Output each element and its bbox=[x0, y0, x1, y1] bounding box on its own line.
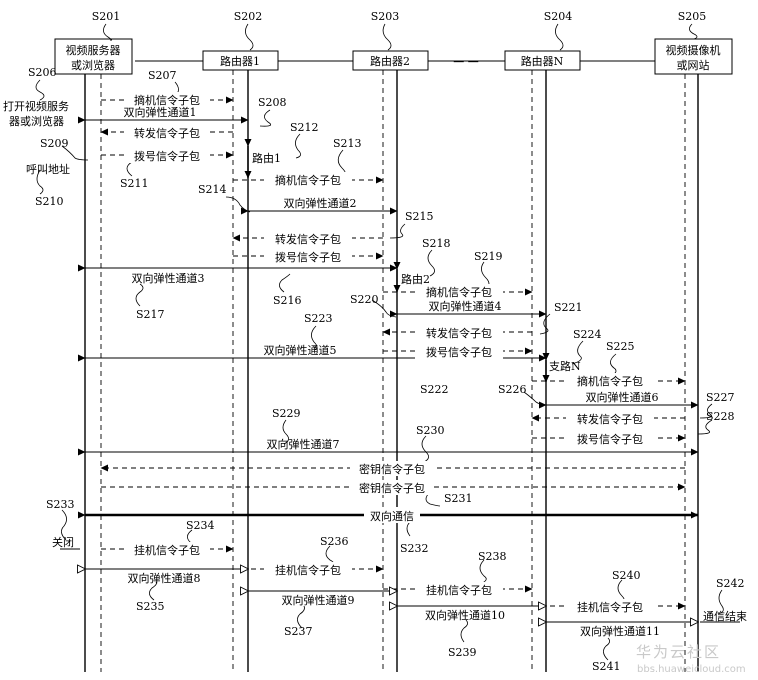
label-channel-3: 双向弹性通道3 bbox=[132, 271, 205, 285]
label-forward-4: 转发信令子包 bbox=[577, 412, 643, 426]
ref-s213: S213 bbox=[333, 137, 362, 150]
ref-s211: S211 bbox=[120, 177, 149, 190]
ref-s226: S226 bbox=[498, 383, 527, 396]
message-labels: 摘机信令子包 双向弹性通道1 转发信令子包 拨号信令子包 摘机信令子包 双向弹性… bbox=[3, 66, 747, 673]
label-duplex-comm: 双向通信 bbox=[370, 509, 414, 523]
label-hangup-4: 挂机信令子包 bbox=[577, 600, 643, 614]
entity-box-5 bbox=[654, 38, 733, 75]
ref-s208: S208 bbox=[258, 96, 287, 109]
label-hangup-1: 挂机信令子包 bbox=[134, 543, 200, 557]
ref-s241: S241 bbox=[592, 660, 621, 673]
ref-s235: S235 bbox=[136, 600, 165, 613]
ref-s233: S233 bbox=[46, 498, 75, 511]
label-channel-2: 双向弹性通道2 bbox=[284, 196, 357, 210]
ref-s237: S237 bbox=[284, 625, 313, 638]
entity-box-1 bbox=[54, 38, 133, 75]
ref-s202: S202 bbox=[234, 10, 263, 23]
label-key-1: 密钥信令子包 bbox=[359, 462, 425, 476]
ref-s220: S220 bbox=[350, 293, 379, 306]
ref-s239: S239 bbox=[448, 646, 477, 659]
label-channel-7: 双向弹性通道7 bbox=[267, 437, 340, 451]
label-dial-2: 拨号信令子包 bbox=[275, 250, 341, 264]
entity-5-line2: 或网站 bbox=[677, 58, 710, 72]
watermark: 华为云社区 bbs.huaweicloud.com bbox=[636, 643, 746, 675]
label-forward-1: 转发信令子包 bbox=[134, 126, 200, 140]
ref-s231: S231 bbox=[444, 492, 473, 505]
label-channel-11: 双向弹性通道11 bbox=[580, 624, 660, 638]
ref-s206: S206 bbox=[28, 66, 57, 79]
note-call-address: 呼叫地址 bbox=[26, 162, 70, 176]
ref-s242: S242 bbox=[716, 577, 745, 590]
note-route-2: 路由2 bbox=[401, 272, 430, 286]
ref-s215: S215 bbox=[405, 210, 434, 223]
label-forward-3: 转发信令子包 bbox=[426, 326, 492, 340]
entity-5-line1: 视频摄像机 bbox=[666, 43, 721, 57]
label-dial-3: 拨号信令子包 bbox=[426, 345, 492, 359]
watermark-url: bbs.huaweicloud.com bbox=[637, 664, 746, 675]
ref-s212: S212 bbox=[290, 121, 319, 134]
ref-s223: S223 bbox=[304, 312, 333, 325]
label-key-2: 密钥信令子包 bbox=[359, 481, 425, 495]
ref-s210: S210 bbox=[35, 195, 64, 208]
label-dial-1: 拨号信令子包 bbox=[134, 149, 200, 163]
label-dial-4: 拨号信令子包 bbox=[577, 432, 643, 446]
label-channel-6: 双向弹性通道6 bbox=[586, 390, 659, 404]
entity-box-3 bbox=[352, 50, 429, 71]
label-channel-8: 双向弹性通道8 bbox=[128, 571, 201, 585]
label-hangup-2: 挂机信令子包 bbox=[275, 563, 341, 577]
ref-s205: S205 bbox=[678, 10, 707, 23]
ref-s207: S207 bbox=[148, 69, 177, 82]
header: 视频服务器 或浏览器 路由器1 路由器2 路由器N 视频摄像机 或网站 — — … bbox=[54, 10, 733, 75]
entity-2-label: 路由器1 bbox=[220, 54, 260, 68]
label-channel-5: 双向弹性通道5 bbox=[264, 343, 337, 357]
ref-s217: S217 bbox=[136, 308, 165, 321]
ref-s214: S214 bbox=[198, 183, 227, 196]
ref-s201: S201 bbox=[92, 10, 121, 23]
entity-3-label: 路由器2 bbox=[370, 54, 410, 68]
label-offhook-2: 摘机信令子包 bbox=[275, 173, 341, 187]
label-hangup-3: 挂机信令子包 bbox=[426, 583, 492, 597]
ref-s224: S224 bbox=[573, 328, 602, 341]
entity-box-2 bbox=[202, 50, 279, 71]
note-open-line2: 器或浏览器 bbox=[9, 114, 64, 128]
ref-s227: S227 bbox=[706, 391, 735, 404]
label-channel-1: 双向弹性通道1 bbox=[124, 105, 197, 119]
ref-s228: S228 bbox=[706, 410, 735, 423]
ellipsis: — — bbox=[453, 55, 479, 68]
label-offhook-4: 摘机信令子包 bbox=[577, 374, 643, 388]
ref-s209: S209 bbox=[40, 137, 69, 150]
ref-s216: S216 bbox=[273, 294, 302, 307]
ref-s219: S219 bbox=[474, 250, 503, 263]
ref-s218: S218 bbox=[422, 237, 451, 250]
label-forward-2: 转发信令子包 bbox=[275, 232, 341, 246]
label-channel-10: 双向弹性通道10 bbox=[425, 608, 505, 622]
entity-box-4 bbox=[504, 50, 581, 71]
ref-s238: S238 bbox=[478, 550, 507, 563]
entity-4-label: 路由器N bbox=[521, 54, 564, 68]
ref-s236: S236 bbox=[320, 535, 349, 548]
ref-s232: S232 bbox=[400, 542, 429, 555]
watermark-brand: 华为云社区 bbox=[636, 643, 721, 661]
ref-s240: S240 bbox=[612, 569, 641, 582]
ref-s221: S221 bbox=[554, 301, 583, 314]
ref-s222: S222 bbox=[420, 383, 449, 396]
ref-s229: S229 bbox=[272, 407, 301, 420]
note-close: 关闭 bbox=[52, 535, 74, 549]
entity-1-line2: 或浏览器 bbox=[71, 58, 115, 72]
note-open-line1: 打开视频服务 bbox=[3, 99, 69, 113]
ref-s204: S204 bbox=[544, 10, 573, 23]
label-channel-9: 双向弹性通道9 bbox=[282, 593, 355, 607]
label-offhook-1: 摘机信令子包 bbox=[134, 93, 200, 107]
note-end: 通信结束 bbox=[703, 610, 747, 623]
ref-s230: S230 bbox=[416, 424, 445, 437]
label-offhook-3: 摘机信令子包 bbox=[426, 285, 492, 299]
entity-1-line1: 视频服务器 bbox=[66, 43, 121, 57]
ref-s225: S225 bbox=[606, 340, 635, 353]
note-route-N: 支路N bbox=[549, 360, 581, 373]
note-route-1: 路由1 bbox=[252, 151, 281, 165]
ref-s234: S234 bbox=[186, 519, 215, 532]
ref-s203: S203 bbox=[371, 10, 400, 23]
label-channel-4: 双向弹性通道4 bbox=[429, 299, 502, 313]
